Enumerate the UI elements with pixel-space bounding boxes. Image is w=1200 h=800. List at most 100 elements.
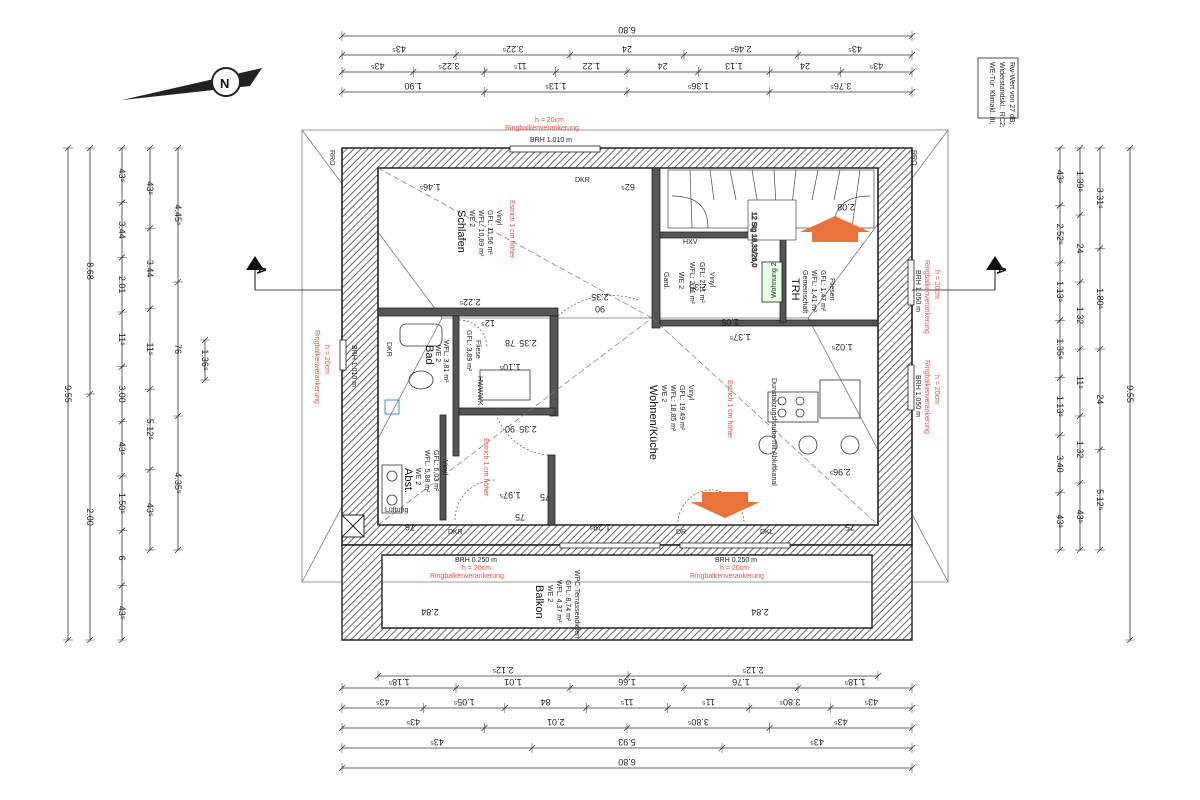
dunstabzug-label: Dunstabzugshaube mit Abluftkanal [770,378,777,486]
dim-label: 3.40 [1055,455,1065,473]
dim-label: 43⁵ [370,61,384,71]
room-gfl: GFL: 2,11 m² [698,262,705,303]
room-gfl: GFL: 3,89 m² [465,330,472,372]
dim-label: 43⁵ [1055,170,1065,184]
wohnung-tag: Wohnung 2 [761,261,783,303]
info-line-1: WE-Tür: Klimakl. III; [988,62,995,124]
room-wfl: WFL: 2,11 m² [688,262,695,305]
dim-label: 1.22 [583,61,601,71]
inner-dim-label: 2.22⁵ [459,297,481,307]
dim-label: 2.01 [117,276,127,294]
inner-dim-label: 75 [540,492,550,502]
inner-dim-label: 1.10⁵ [499,362,521,372]
dim-label: 24 [1095,394,1105,404]
compass-label: N [220,76,229,91]
inner-dim-label: 2.08 [837,202,855,212]
inner-dim-label: 1.02⁵ [831,342,853,352]
dim-label: 43⁵ [1075,510,1085,524]
room-we: WE 2 [414,468,421,485]
rro-label: RRO [328,150,335,166]
room-floor: Vinyl [687,385,694,400]
room-name: Abst. [402,468,414,493]
inner-dim-label: 76 [405,522,415,532]
dim-label: 24 [1075,243,1085,253]
dim-label: 11⁵ [513,61,526,71]
exterior-walls [341,147,913,641]
ringbalken-right-2-h: h = 20cm [933,375,940,404]
section-letter-left: A [254,265,269,275]
hxv-label: HXV [683,239,698,246]
dim-label: 1.13 [725,61,743,71]
dim-label: 1.32 [1075,441,1085,459]
room-floor: Fliesen [828,278,835,301]
ringbalken-bal-left-h: h = 20cm [462,565,491,572]
section-marker-right: A [912,256,1009,291]
inner-dim-label: 2.96⁵ [829,467,851,477]
dkr-label: DKR [448,529,463,536]
brh-bal-left: BRH 0.250 m [455,557,497,564]
dim-label: 2.01 [547,717,565,727]
ringbalken-left-h: h = 20cm [323,345,330,374]
inner-dim-label: 2.84 [751,607,769,617]
dim-label: 8.68 [85,262,95,280]
dim-label: 4.35⁵ [173,472,183,494]
dim-label: 6.80 [618,25,636,35]
dim-label: 43⁵ [145,181,155,195]
dim-right-total: 9.55 [1125,144,1135,644]
inner-dim-label: 2.35 [519,338,537,348]
windows [339,145,915,549]
dim-label: 6 [117,555,127,560]
dim-left-row1: 8.682.00 [85,144,95,644]
ringbalken-bal-left: Ringbalkenverankerung [430,573,504,580]
dim-left-row5: 1.36⁵ [200,336,210,384]
room-gfl: GFL: 1,47 m² [819,270,826,312]
entry-arrows [690,216,870,518]
dim-label: 1.13⁵ [545,81,567,91]
dkr-label: DKR [385,342,392,357]
dim-label: 24 [622,44,632,54]
room-name: Balkon [533,585,545,619]
dim-label: 1.13⁵ [1055,281,1065,303]
bath-fixtures [381,323,531,514]
dim-label: 1.35⁵ [1055,338,1065,360]
dim-label: 43⁵ [376,697,390,707]
dim-label: 43⁵ [869,61,883,71]
room-abst: Abst. WE 2 WFL: 5,88 m² GFL: 6,03 m² Vin… [402,438,489,497]
room-wfl: WFL: 10,89 m² [477,210,484,257]
info-box: WE-Tür: Klimakl. III; Widerstandskl.: RC… [977,57,1019,128]
dim-label: 1.18⁵ [844,677,866,687]
dim-label: 3.31⁵ [1095,188,1105,210]
room-gfl: GFL: 8,74 m² [564,580,571,622]
dim-label: 5.12⁵ [145,419,155,441]
dim-label: 1.01 [504,677,522,687]
room-wfl: WFL: 5,88 m² [423,450,430,493]
dim-label: 43⁵ [810,737,824,747]
inner-dim-label: 2.84 [421,607,439,617]
wohnung-label: Wohnung 2 [771,262,778,298]
section-letter-right: A [994,265,1009,275]
dim-label: 3.80⁵ [779,697,801,707]
room-note: Estrich 1 cm höher [482,438,489,497]
ringbalken-right-1: Ringbalkenverankerung [923,260,930,334]
dim-label: 43⁵ [848,44,862,54]
dim-label: 43⁵ [117,168,127,182]
room-gfl: GFL: 11,56 m² [486,210,493,255]
room-name: Schlafen [455,210,467,253]
inner-dim-label: 90 [505,424,515,434]
dkr-label: DKR [575,177,590,184]
room-we: WE 2 [660,385,667,402]
room-name: Bad [423,345,435,365]
room-wfl: WFL: 4,37 m² [555,580,562,623]
dim-label: 43⁵ [834,717,848,727]
dim-left-total: 9.55 [63,144,73,644]
dim-label: 1.39⁵ [1075,171,1085,193]
room-bad: Bad WE 2 WFL: 3,81 m² GFL: 3,89 m² Flies… [423,330,481,383]
room-name: Gard. [662,272,669,290]
room-schlafen: Schlafen WE 2 WFL: 10,89 m² GFL: 11,56 m… [455,200,515,259]
